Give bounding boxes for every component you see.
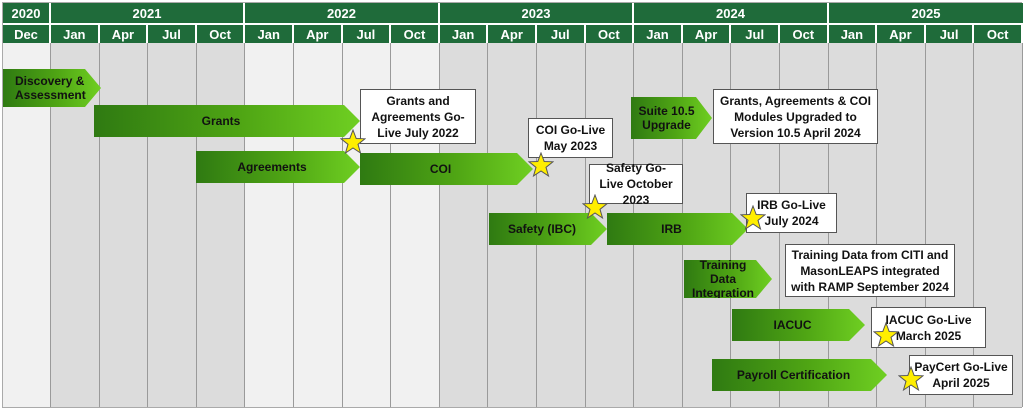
quarter-header: Apr — [99, 23, 149, 43]
quarter-header: Apr — [294, 23, 343, 43]
timeline-column — [245, 43, 294, 407]
bar-training-data: Training Data Integration — [684, 260, 772, 298]
quarter-header: Jan — [634, 23, 683, 43]
quarter-header: Oct — [585, 23, 635, 43]
callout-paycert-golive: PayCert Go-Live April 2025 — [909, 355, 1013, 395]
bar-grants: Grants — [94, 105, 360, 137]
milestone-star-icon — [897, 365, 925, 392]
quarter-header: Apr — [682, 23, 732, 43]
year-header: 2021 — [51, 3, 245, 23]
bar-irb: IRB — [607, 213, 748, 245]
bar-discovery-assessment: Discovery & Assessment — [3, 69, 101, 107]
year-header: 2024 — [634, 3, 829, 23]
quarter-header: Jan — [51, 23, 100, 43]
bar-coi: COI — [360, 153, 533, 185]
quarter-header: Oct — [196, 23, 246, 43]
year-header: 2020 — [3, 3, 51, 23]
quarter-header: Oct — [780, 23, 829, 43]
timeline-column — [99, 43, 149, 407]
quarter-header: Jan — [439, 23, 489, 43]
quarter-header: Jul — [342, 23, 392, 43]
quarter-header: Apr — [488, 23, 537, 43]
bar-agreements: Agreements — [196, 151, 360, 183]
callout-iacuc-golive: IACUC Go-Live March 2025 — [871, 307, 986, 348]
milestone-star-icon — [339, 128, 367, 155]
callout-safety-golive: Safety Go-Live October 2023 — [589, 161, 683, 207]
bar-payroll-certification: Payroll Certification — [712, 359, 887, 391]
quarter-header: Jul — [731, 23, 780, 43]
quarter-header: Jan — [245, 23, 294, 43]
callout-irb-golive: IRB Go-Live July 2024 — [746, 193, 837, 233]
bar-iacuc: IACUC — [732, 309, 865, 341]
milestone-star-icon — [872, 321, 900, 348]
quarter-header: Oct — [974, 23, 1023, 43]
callout-coi-golive: COI Go-Live May 2023 — [528, 118, 613, 158]
bar-suite-upgrade: Suite 10.5 Upgrade — [631, 97, 712, 139]
milestone-star-icon — [739, 204, 767, 231]
timeline-column — [877, 43, 926, 407]
callout-grants-agreements-golive: Grants and Agreements Go-Live July 2022 — [360, 89, 476, 144]
quarter-header: Apr — [877, 23, 926, 43]
timeline-column — [974, 43, 1023, 407]
year-header: 2025 — [829, 3, 1023, 23]
callout-version-upgrade: Grants, Agreements & COI Modules Upgrade… — [713, 89, 878, 144]
timeline-column — [925, 43, 975, 407]
quarter-header: Oct — [391, 23, 440, 43]
quarter-header: Jul — [925, 23, 975, 43]
timeline-column — [294, 43, 343, 407]
callout-training-data: Training Data from CITI and MasonLEAPS i… — [785, 244, 955, 297]
year-header: 2022 — [245, 3, 440, 23]
milestone-star-icon — [581, 193, 609, 220]
quarter-header: Dec — [3, 23, 51, 43]
quarter-header: Jan — [828, 23, 878, 43]
year-header: 2023 — [440, 3, 634, 23]
timeline-column — [196, 43, 246, 407]
quarter-header: Jul — [537, 23, 586, 43]
timeline-column — [148, 43, 197, 407]
quarter-header: Jul — [148, 23, 197, 43]
milestone-star-icon — [527, 151, 555, 178]
